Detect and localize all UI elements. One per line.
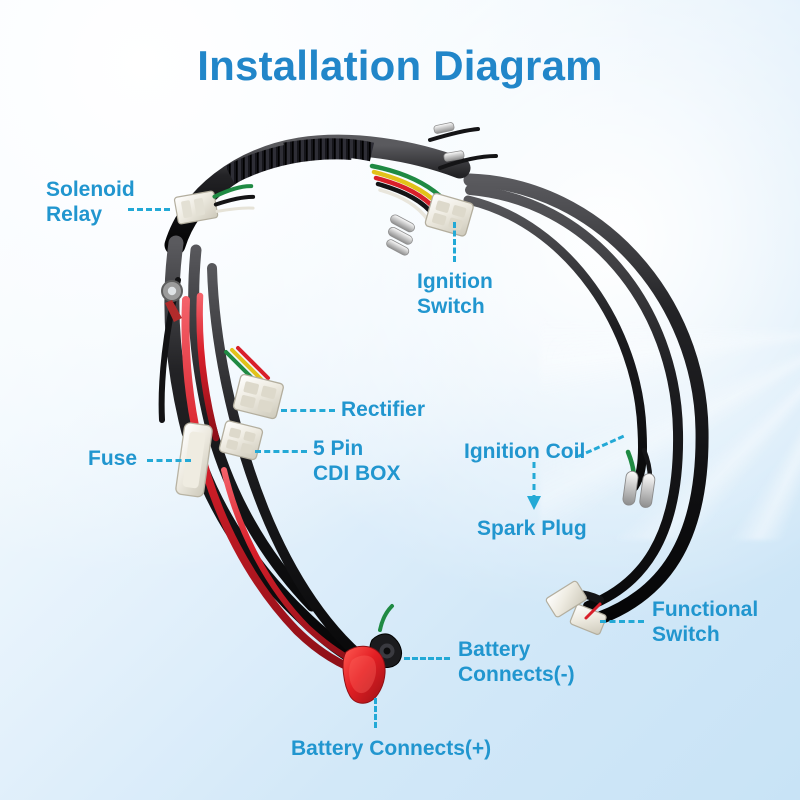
- label-ignition-coil: Ignition Coil: [464, 440, 586, 463]
- functional-switch-connectors: [545, 580, 607, 635]
- ignition-coil-terminals: [622, 447, 656, 508]
- battery-positive-terminal: [342, 645, 386, 704]
- page-title: Installation Diagram: [197, 42, 603, 89]
- label-battery-connects-neg: Battery Connects(-): [458, 638, 575, 686]
- label-spark-plug: Spark Plug: [477, 517, 587, 540]
- ring-terminal: [161, 280, 183, 322]
- leader-spark-plug-arrow: [527, 462, 541, 510]
- label-rectifier: Rectifier: [341, 398, 426, 421]
- label-five-pin-cdi-box: 5 Pin CDI BOX: [313, 437, 401, 485]
- solenoid-relay-connector: [173, 184, 256, 225]
- cdi-box-connector: [218, 420, 264, 461]
- ignition-switch-wire-bundle: [369, 163, 474, 256]
- label-solenoid-relay: Solenoid Relay: [46, 178, 135, 226]
- fuse-holder: [175, 422, 213, 498]
- label-functional-switch: Functional Switch: [652, 598, 759, 646]
- rectifier-connector: [224, 346, 284, 420]
- top-spade-terminals: [428, 122, 498, 170]
- label-ignition-switch: Ignition Switch: [417, 270, 493, 318]
- red-positive-wire: [181, 296, 366, 676]
- label-fuse: Fuse: [88, 447, 138, 470]
- harness-main-loop: [158, 134, 709, 676]
- label-battery-connects-pos: Battery Connects(+): [291, 737, 492, 760]
